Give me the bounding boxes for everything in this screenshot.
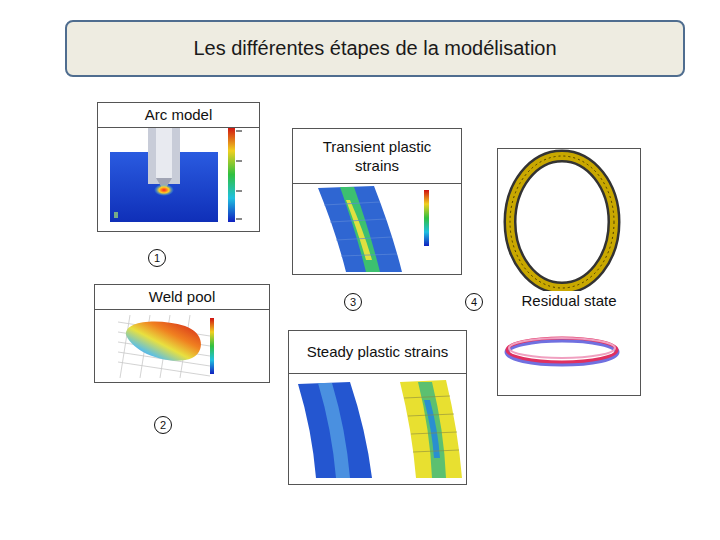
box-label: Weld pool [149, 287, 215, 307]
callout-number: 4 [465, 293, 483, 311]
weld-pool-figure [118, 315, 214, 378]
steady-strain-figure [298, 380, 462, 478]
arc-model-figure [107, 126, 243, 230]
callout-number: 2 [154, 416, 172, 434]
stage-box: Steady plastic strains [288, 330, 467, 485]
box-label: Arc model [145, 105, 213, 125]
box-header: Transient plastic strains [293, 129, 461, 184]
box-label: Steady plastic strains [307, 342, 449, 362]
box-header: Steady plastic strains [289, 331, 466, 374]
callout-number: 1 [148, 249, 166, 267]
box-header: Weld pool [95, 285, 269, 310]
stage-box: Arc model [97, 102, 260, 232]
residual-state-figure [507, 156, 617, 364]
stage-box: Transient plastic strains [292, 128, 462, 275]
stage-box: Weld pool [94, 284, 270, 383]
callout-number: 3 [344, 293, 362, 311]
box-header: Arc model [98, 103, 259, 128]
stage-box: Residual state [497, 148, 641, 396]
box-label: Residual state [498, 291, 640, 311]
title-banner: Les différentes étapes de la modélisatio… [65, 20, 685, 77]
transient-strain-figure [318, 186, 429, 272]
title-text: Les différentes étapes de la modélisatio… [193, 37, 556, 60]
box-label: Transient plastic strains [319, 137, 435, 176]
